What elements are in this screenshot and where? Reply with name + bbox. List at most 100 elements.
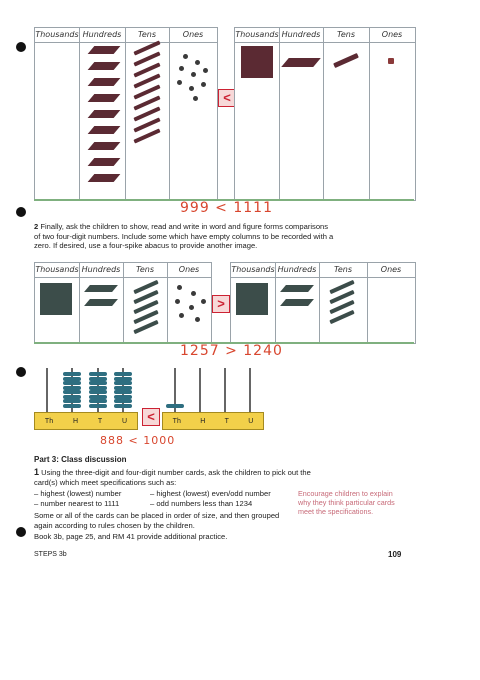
page-number: 109 (388, 550, 402, 559)
part3-follow-text: Some or all of the cards can be placed i… (34, 511, 280, 530)
hundred-flat (87, 62, 121, 70)
abacus-bead (114, 381, 132, 385)
unit-cube (193, 96, 198, 101)
col-thousands: Thousands (35, 28, 80, 200)
part3-heading: Part 3: Class discussion (34, 455, 127, 464)
abacus-spikes (162, 368, 262, 414)
mid-baseline (34, 342, 414, 344)
abacus-spikes (34, 368, 136, 414)
abacus-base: Th H T U (34, 412, 138, 430)
abacus-bead (89, 399, 107, 403)
unit-cube (388, 58, 394, 64)
unit-cube (183, 54, 188, 59)
footer-label: STEPS 3b (34, 551, 67, 558)
unit-cube (179, 66, 184, 71)
header-thousands: Thousands (231, 263, 275, 278)
abacus-bead (63, 372, 81, 376)
bullet-item: – highest (lowest) number (34, 489, 122, 498)
abacus-spike (199, 368, 201, 414)
abacus-label-t: T (224, 417, 229, 425)
part3-intro: Using the three-digit and four-digit num… (34, 468, 311, 487)
abacus-bead (89, 385, 107, 390)
hundred-flat (87, 78, 121, 86)
col-ones: Ones (167, 263, 211, 343)
col-ones: Ones (169, 28, 217, 200)
header-tens: Tens (123, 263, 167, 278)
ten-rods-stack (131, 40, 165, 156)
header-ones: Ones (367, 263, 415, 278)
hundred-flats-stack (87, 46, 121, 196)
abacus-bead (89, 390, 107, 394)
book-reference: Book 3b, page 25, and RM 41 provide addi… (34, 532, 228, 541)
punch-hole-1 (16, 42, 26, 52)
top-left-place-value-table: Thousands Hundreds Tens Ones (34, 27, 218, 201)
unit-cube (201, 299, 206, 304)
abacus-spike (224, 368, 226, 414)
instruction-2-text: Finally, ask the children to show, read … (34, 222, 334, 251)
abacus-base: Th H T U (162, 412, 264, 430)
thousand-cube (241, 46, 273, 78)
hundred-flat (84, 299, 118, 306)
bullet-item: – odd numbers less than 1234 (150, 498, 253, 508)
ten-rods-stack (327, 279, 357, 331)
hundred-flat (87, 142, 121, 150)
hundred-flat (87, 126, 121, 134)
top-comparison: 999 < 1111 (180, 200, 273, 216)
instruction-2-number: 2 (34, 222, 39, 231)
abacus-bead (89, 372, 107, 376)
header-ones: Ones (169, 28, 217, 43)
header-ones: Ones (167, 263, 211, 278)
col-thousands: Thousands (235, 28, 280, 200)
col-thousands: Thousands (231, 263, 276, 343)
abacus-label-th: Th (172, 417, 181, 425)
abacus-bead (89, 394, 107, 399)
abacus-bead (89, 376, 107, 381)
abacus-label-h: H (72, 417, 78, 425)
abacus-bead (166, 403, 184, 408)
hundred-flat (281, 58, 321, 67)
abacus-bead (114, 376, 132, 381)
greater-than-symbol-card: > (212, 295, 230, 313)
top-right-place-value-table: Thousands Hundreds Tens Ones (234, 27, 416, 201)
right-abacus: Th H T U (162, 368, 264, 430)
unit-cubes-group (173, 285, 207, 325)
unit-cube (191, 291, 196, 296)
abacus-spike (174, 368, 176, 414)
abacus-label-t: T (97, 417, 103, 425)
mid-comparison: 1257 > 1240 (180, 343, 283, 359)
header-tens: Tens (319, 263, 367, 278)
abacus-bead (63, 399, 81, 403)
mid-right-place-value-table: Thousands Hundreds Tens Ones (230, 262, 416, 344)
abacus-bead (63, 394, 81, 399)
ten-rod (333, 52, 359, 69)
col-thousands: Thousands (35, 263, 80, 343)
col-tens: Tens (319, 263, 368, 343)
mid-left-place-value-table: Thousands Hundreds Tens Ones (34, 262, 212, 344)
header-hundreds: Hundreds (279, 28, 323, 43)
abacus-bead (114, 372, 132, 376)
hundred-flat (280, 299, 314, 306)
top-baseline (34, 199, 414, 201)
thousand-cube (236, 283, 268, 315)
unit-cube (201, 82, 206, 87)
col-tens: Tens (323, 28, 370, 200)
thousand-cube (40, 283, 72, 315)
ten-rods-stack (131, 279, 161, 336)
header-tens: Tens (125, 28, 169, 43)
col-hundreds: Hundreds (79, 263, 124, 343)
abacus-bead (63, 385, 81, 390)
unit-cube (191, 72, 196, 77)
bullet-item: – number nearest to 1111 (34, 498, 120, 508)
abacus-spike (249, 368, 251, 414)
abacus-bead (89, 381, 107, 385)
header-thousands: Thousands (235, 28, 279, 43)
left-abacus: Th H T U (34, 368, 138, 430)
header-hundreds: Hundreds (79, 28, 125, 43)
hundred-flat (87, 94, 121, 102)
header-thousands: Thousands (35, 263, 79, 278)
abacus-bead (114, 399, 132, 403)
abacus-bead (114, 385, 132, 390)
unit-cube (189, 305, 194, 310)
abacus-bead (114, 403, 132, 408)
abacus-bead (63, 376, 81, 381)
